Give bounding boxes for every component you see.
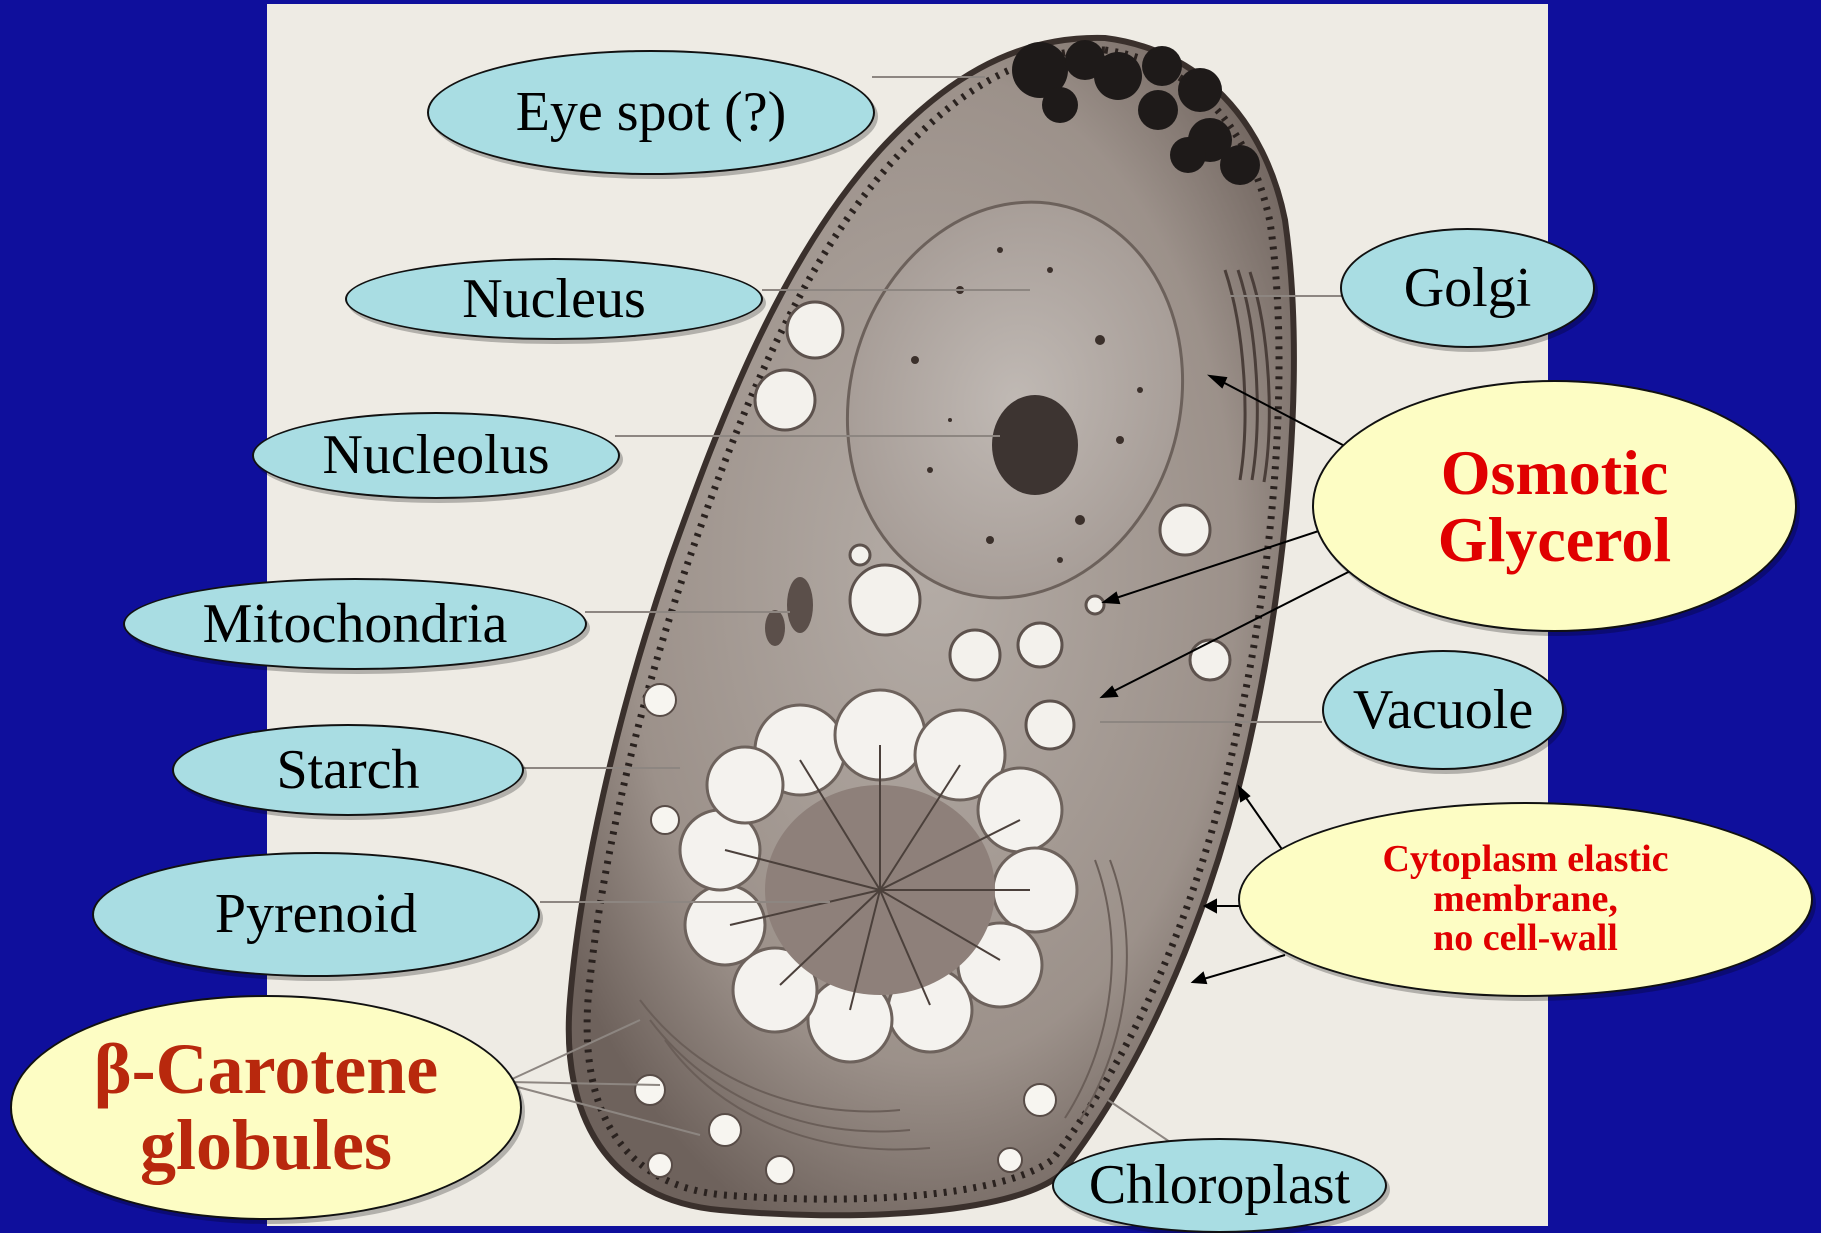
label-chloroplast: Chloroplast <box>1052 1138 1387 1233</box>
label-vacuole-text: Vacuole <box>1353 681 1533 740</box>
label-nucleus: Nucleus <box>345 258 763 340</box>
label-nucleolus: Nucleolus <box>252 412 620 499</box>
label-mitochondria-text: Mitochondria <box>203 595 508 654</box>
label-beta-carotene: β-Carotene globules <box>10 995 522 1220</box>
label-osmotic-glycerol-text: Osmotic Glycerol <box>1438 439 1671 573</box>
label-pyrenoid-text: Pyrenoid <box>215 885 417 944</box>
nucleolus-body <box>992 395 1078 495</box>
label-nucleus-text: Nucleus <box>462 270 646 329</box>
label-cytoplasm-membrane-text: Cytoplasm elastic membrane, no cell-wall <box>1382 840 1668 960</box>
label-vacuole: Vacuole <box>1322 650 1564 770</box>
label-pyrenoid: Pyrenoid <box>92 852 540 977</box>
label-cytoplasm-membrane: Cytoplasm elastic membrane, no cell-wall <box>1238 802 1813 997</box>
label-golgi-text: Golgi <box>1404 259 1532 318</box>
label-osmotic-glycerol: Osmotic Glycerol <box>1312 380 1797 632</box>
label-mitochondria: Mitochondria <box>123 578 587 670</box>
label-starch-text: Starch <box>276 741 419 800</box>
label-eye-spot-text: Eye spot (?) <box>516 83 787 142</box>
label-golgi: Golgi <box>1340 228 1595 348</box>
label-beta-carotene-text: β-Carotene globules <box>94 1032 439 1183</box>
label-chloroplast-text: Chloroplast <box>1089 1156 1350 1215</box>
label-nucleolus-text: Nucleolus <box>322 426 549 485</box>
label-starch: Starch <box>172 724 524 816</box>
label-eye-spot: Eye spot (?) <box>427 50 875 175</box>
